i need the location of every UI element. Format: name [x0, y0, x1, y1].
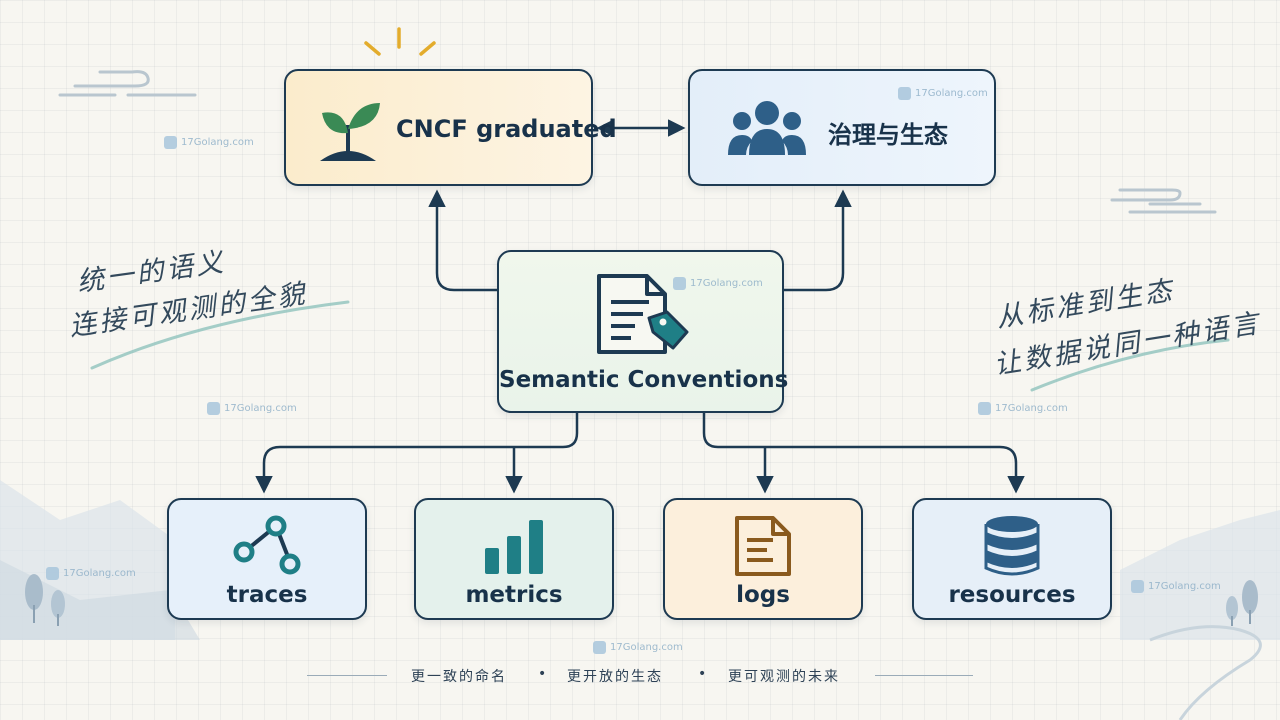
people-group-icon [728, 101, 806, 155]
footer-item: 更开放的生态 [567, 669, 663, 685]
watermark-logo-icon [673, 277, 686, 290]
arrow-semantic-to-resources [702, 413, 1025, 494]
watermark: 17Golang.com [978, 402, 1068, 415]
mountain-landscape-right [1120, 510, 1280, 720]
brush-underline-right [1030, 338, 1230, 392]
cloud-decoration-right [1110, 188, 1217, 214]
node-logs-label: logs [736, 582, 790, 608]
footer-item: 更一致的命名 [411, 669, 507, 685]
node-traces: traces [167, 498, 367, 620]
watermark-logo-icon [1131, 580, 1144, 593]
sparkle-icon [364, 27, 436, 56]
database-icon [984, 516, 1040, 576]
watermark-logo-icon [207, 402, 220, 415]
node-governance-label: 治理与生态 [828, 121, 948, 149]
node-cncf-label: CNCF graduated [396, 115, 617, 143]
sprout-icon [320, 103, 380, 161]
arrow-semantic-to-traces [255, 413, 579, 494]
watermark-logo-icon [978, 402, 991, 415]
document-tag-icon [597, 274, 689, 354]
watermark: 17Golang.com [1131, 580, 1221, 593]
watermark: 17Golang.com [164, 136, 254, 149]
log-file-icon [735, 516, 791, 576]
node-traces-label: traces [226, 582, 308, 608]
watermark-logo-icon [898, 87, 911, 100]
node-logs: logs [663, 498, 863, 620]
arrow-semantic-to-cncf [428, 189, 497, 292]
mountain-landscape-left [0, 480, 200, 640]
node-governance: 治理与生态 [688, 69, 996, 186]
watermark: 17Golang.com [46, 567, 136, 580]
watermark: 17Golang.com [593, 641, 683, 654]
node-metrics: metrics [414, 498, 614, 620]
watermark: 17Golang.com [673, 277, 763, 290]
watermark-logo-icon [164, 136, 177, 149]
cloud-decoration-left [58, 70, 197, 97]
node-resources-label: resources [948, 582, 1076, 608]
node-cncf-graduated: CNCF graduated [284, 69, 617, 186]
node-resources: resources [912, 498, 1112, 620]
arrow-semantic-to-governance [784, 189, 852, 292]
node-metrics-label: metrics [465, 582, 563, 608]
footer-separator: • [698, 666, 707, 682]
watermark-logo-icon [593, 641, 606, 654]
node-semantic-conventions: Semantic Conventions [497, 250, 789, 413]
node-semantic-label: Semantic Conventions [499, 367, 789, 393]
watermark-logo-icon [46, 567, 59, 580]
bar-chart-icon [485, 520, 543, 574]
watermark: 17Golang.com [898, 87, 988, 100]
footer-divider-left [307, 675, 387, 676]
footer-item: 更可观测的未来 [728, 669, 840, 685]
footer-divider-right [875, 675, 973, 676]
footer-tagline: 更一致的命名 • 更开放的生态 • 更可观测的未来 [0, 666, 1280, 686]
footer-separator: • [538, 666, 547, 682]
trace-graph-icon [233, 515, 301, 575]
watermark: 17Golang.com [207, 402, 297, 415]
brush-underline-left [90, 300, 350, 370]
